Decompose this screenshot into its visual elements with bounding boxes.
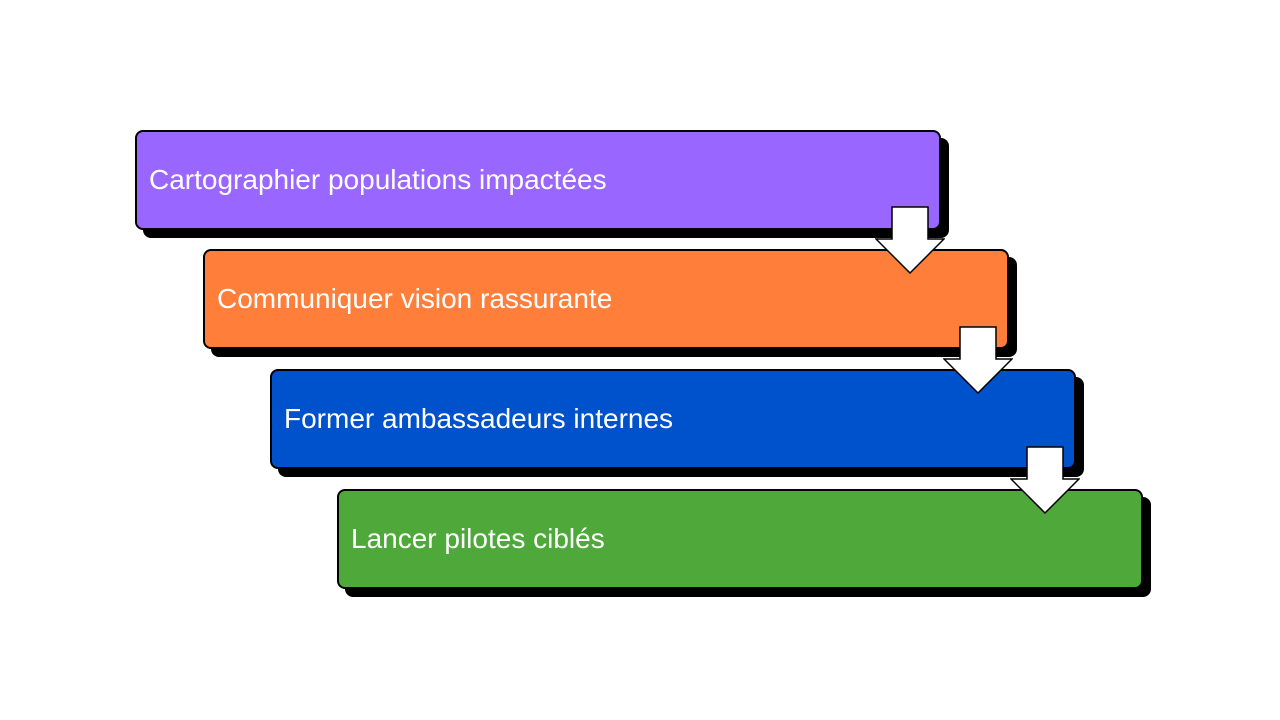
down-arrow-icon: [875, 206, 945, 274]
down-arrow-icon: [943, 326, 1013, 394]
step-label: Communiquer vision rassurante: [217, 283, 613, 314]
down-arrow-icon: [1010, 446, 1080, 514]
step-box-communiquer: Communiquer vision rassurante: [203, 249, 1009, 349]
step-box-former: Former ambassadeurs internes: [270, 369, 1076, 469]
step-box-lancer: Lancer pilotes ciblés: [337, 489, 1143, 589]
step-label: Cartographier populations impactées: [149, 164, 607, 195]
step-box-cartographier: Cartographier populations impactées: [135, 130, 941, 230]
step-label: Former ambassadeurs internes: [284, 403, 674, 434]
step-label: Lancer pilotes ciblés: [351, 523, 605, 554]
